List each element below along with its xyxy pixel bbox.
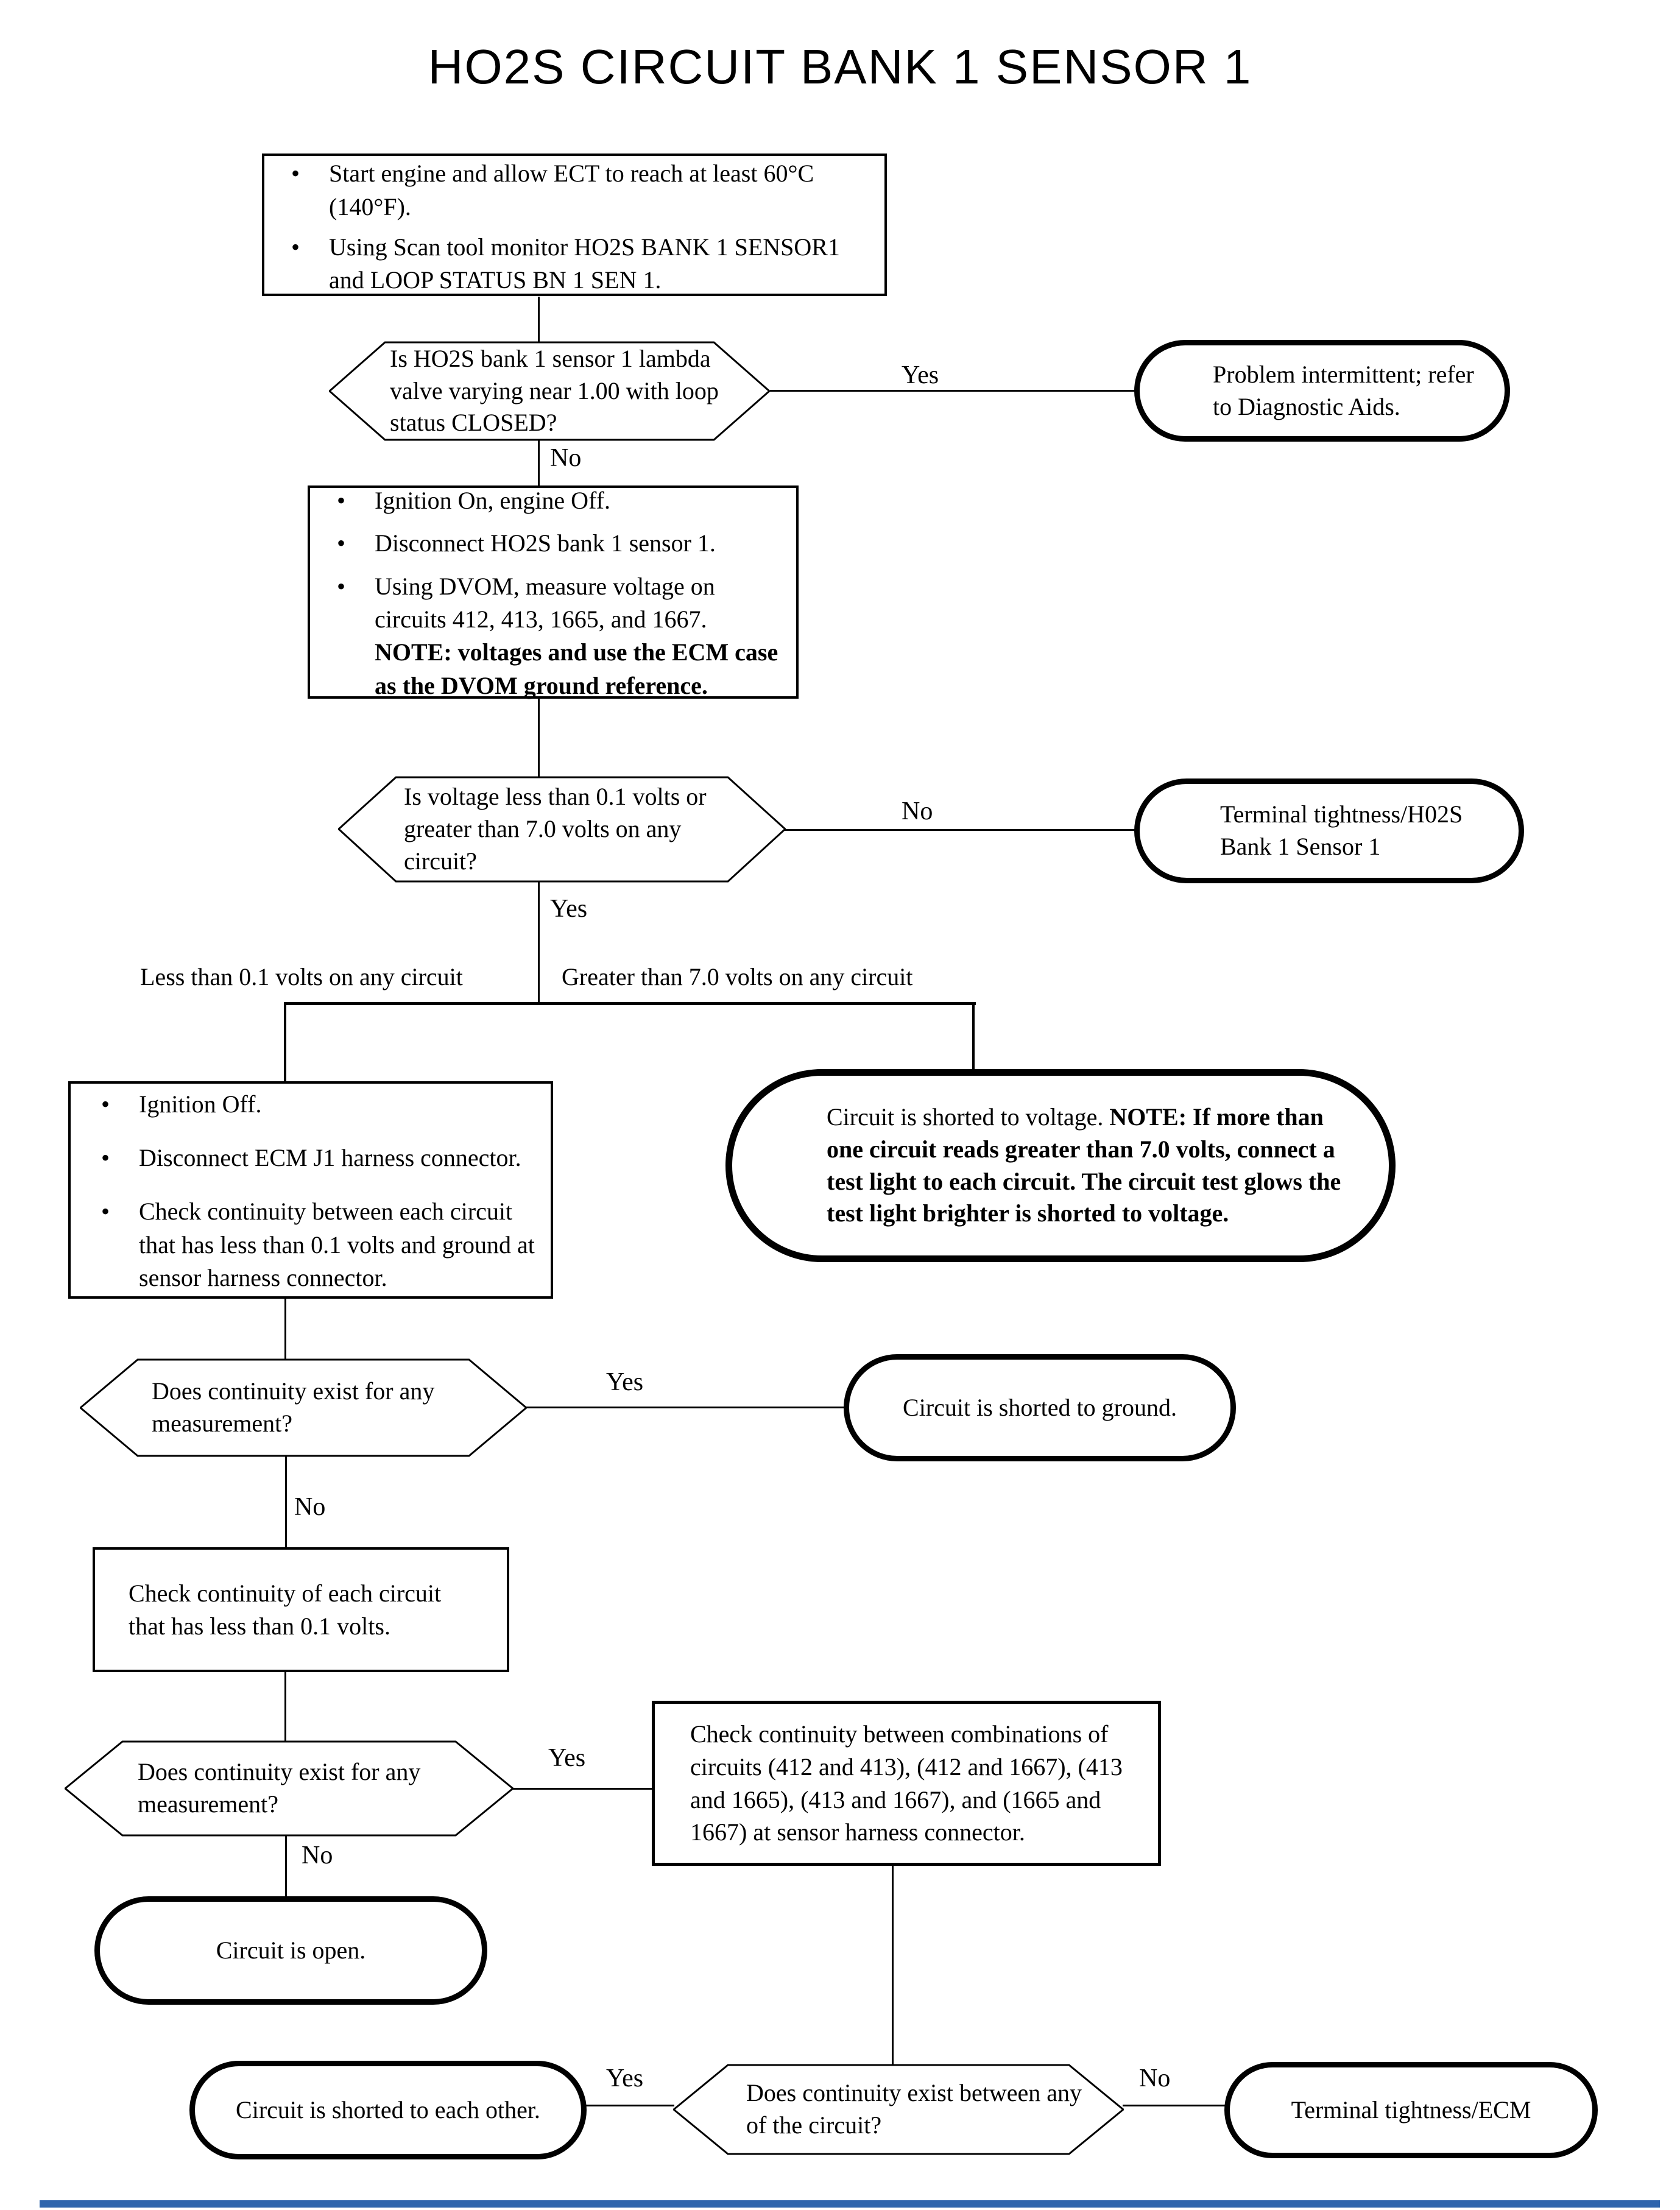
hexagon-shape [329,341,770,441]
connector-line [538,439,540,487]
process-check-combinations-box: Check continuity between combinations of… [652,1701,1161,1866]
edge-label-no: No [1139,2064,1171,2092]
connector-line [513,1788,653,1790]
connector-line [785,829,1135,831]
process-measure-box: • Ignition On, engine Off. • Disconnect … [308,485,799,699]
connector-line [770,390,1135,392]
process-text: Check continuity between combinations of… [690,1720,1123,1846]
edge-label-yes: Yes [902,361,939,389]
terminator-text-note: NOTE: If more than one circuit reads gre… [827,1103,1341,1227]
process-ignition-off-box: • Ignition Off. • Disconnect ECM J1 harn… [68,1081,553,1299]
connector-line [526,1407,845,1408]
edge-label-no: No [294,1493,326,1521]
decision-text: Is voltage less than 0.1 volts or greate… [404,783,707,875]
connector-line [1123,2105,1226,2106]
bullet-item: • Disconnect ECM J1 harness connector. [101,1142,535,1174]
terminator-text: Terminal tightness/H02S Bank 1 Sensor 1 [1220,800,1463,860]
branch-bar [284,1002,976,1005]
edge-label-yes: Yes [548,1744,586,1772]
terminator-text: Circuit is open. [216,1936,366,1964]
bullet-text: Check continuity between each circuit th… [139,1198,535,1292]
terminator-text: Circuit is shorted to ground. [903,1393,1177,1421]
terminator-short-ground: Circuit is shorted to ground. [844,1354,1236,1461]
bullet-text-note: NOTE: voltages and use the ECM case as t… [375,638,778,699]
bullet-item: • Disconnect HO2S bank 1 sensor 1. [337,527,780,560]
edge-label-yes: Yes [550,895,588,923]
decision-voltage: Is voltage less than 0.1 volts or greate… [338,776,786,883]
decision-text: Does continuity exist between any of the… [746,2079,1082,2139]
edge-label-no: No [550,444,582,472]
edge-label-yes: Yes [606,2064,644,2092]
connector-line [284,1671,286,1742]
terminator-tightness-ho2s: Terminal tightness/H02S Bank 1 Sensor 1 [1134,778,1524,883]
edge-label-no: No [302,1841,333,1869]
bullet-item: • Using DVOM, measure voltage on circuit… [337,570,780,703]
connector-line [284,1004,286,1083]
bullet-icon: • [337,486,346,514]
terminator-text: Problem intermittent; refer to Diagnosti… [1213,360,1474,420]
connector-line [892,1865,894,2066]
terminator-tightness-ecm: Terminal tightness/ECM [1224,2062,1598,2158]
connector-line [972,1004,975,1071]
connector-line [285,1835,287,1898]
decision-lambda: Is HO2S bank 1 sensor 1 lambda valve var… [329,341,770,441]
connector-line [284,1297,286,1360]
bullet-icon: • [291,160,300,188]
terminator-text: Circuit is shorted to each other. [236,2095,540,2124]
hexagon-shape [80,1358,527,1457]
decision-text: Does continuity exist for any measuremen… [152,1377,435,1437]
bullet-icon: • [337,529,346,557]
hexagon-shape [338,776,786,883]
bullet-text: Using DVOM, measure voltage on circuits … [375,570,780,703]
terminator-problem-intermittent: Problem intermittent; refer to Diagnosti… [1134,340,1510,442]
branch-label-greater: Greater than 7.0 volts on any circuit [562,963,913,990]
decision-continuity-2: Does continuity exist for any measuremen… [65,1740,514,1837]
bullet-text: Start engine and allow ECT to reach at l… [329,160,814,221]
bullet-text: Disconnect ECM J1 harness connector. [139,1143,521,1171]
bullet-text: Using Scan tool monitor HO2S BANK 1 SENS… [329,233,840,294]
terminator-text: Terminal tightness/ECM [1291,2095,1531,2124]
terminator-text: Circuit is shorted to voltage. NOTE: If … [827,1101,1355,1230]
process-check-continuity-box: Check continuity of each circuit that ha… [93,1547,509,1672]
terminator-text-normal: Circuit is shorted to voltage. [827,1103,1110,1131]
decision-text: Is HO2S bank 1 sensor 1 lambda valve var… [390,344,719,437]
decision-continuity-1: Does continuity exist for any measuremen… [80,1358,527,1457]
bullet-item: • Ignition On, engine Off. [337,484,780,517]
connector-line [538,697,540,777]
bullet-item: • Using Scan tool monitor HO2S BANK 1 SE… [291,231,866,297]
connector-line [285,1456,287,1548]
bullet-icon: • [101,1198,110,1226]
bullet-text: Ignition On, engine Off. [375,486,610,514]
connector-line [585,2105,674,2106]
process-start-box: • Start engine and allow ECT to reach at… [262,154,887,296]
bullet-item: • Check continuity between each circuit … [101,1195,535,1294]
bottom-blue-bar [40,2200,1660,2208]
edge-label-no: No [902,797,933,825]
connector-line [538,297,540,342]
terminator-short-each-other: Circuit is shorted to each other. [189,2061,587,2159]
bullet-item: • Start engine and allow ECT to reach at… [291,157,866,224]
bullet-icon: • [337,572,346,600]
edge-label-yes: Yes [606,1368,644,1396]
bullet-text-normal: Using DVOM, measure voltage on circuits … [375,572,715,633]
bullet-icon: • [291,233,300,261]
terminator-short-voltage: Circuit is shorted to voltage. NOTE: If … [725,1069,1396,1262]
bullet-icon: • [101,1143,110,1171]
branch-label-less: Less than 0.1 volts on any circuit [140,963,463,990]
bullet-text: Ignition Off. [139,1090,262,1118]
decision-text: Does continuity exist for any measuremen… [138,1758,421,1818]
terminator-circuit-open: Circuit is open. [94,1896,487,2005]
process-text: Check continuity of each circuit that ha… [129,1579,442,1640]
decision-continuity-3: Does continuity exist between any of the… [673,2064,1124,2155]
bullet-text: Disconnect HO2S bank 1 sensor 1. [375,529,716,557]
bullet-icon: • [101,1090,110,1118]
page-title: HO2S CIRCUIT BANK 1 SENSOR 1 [428,40,1252,94]
hexagon-shape [65,1740,514,1837]
connector-line [538,881,540,1004]
bullet-item: • Ignition Off. [101,1088,535,1121]
hexagon-shape [673,2064,1124,2155]
